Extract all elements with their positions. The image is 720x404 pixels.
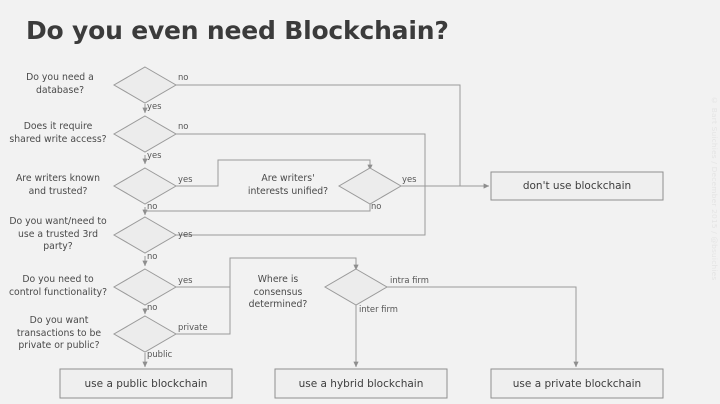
edge-label-d4-yes: yes bbox=[178, 229, 193, 239]
edge-d8-intra-to-private bbox=[386, 286, 579, 368]
edge-label-d2-no: no bbox=[178, 121, 189, 131]
edge-label-d6-public: public bbox=[147, 349, 173, 359]
decision-shared-write-access[interactable] bbox=[113, 115, 177, 153]
edge-d7-no-to-d4 bbox=[145, 197, 371, 212]
edge-label-d5-yes: yes bbox=[178, 275, 193, 285]
question-label-where-consensus: Where is consensus determined? bbox=[248, 274, 308, 310]
edge-label-d3-no: no bbox=[147, 201, 158, 211]
question-label-control-functionality: Do you need to control functionality? bbox=[8, 274, 108, 298]
decision-writers-interests-unified[interactable] bbox=[338, 167, 402, 205]
edge-label-d6-private: private bbox=[178, 322, 208, 332]
edge-label-d7-yes: yes bbox=[402, 174, 417, 184]
edge-d3-yes-to-d7 bbox=[175, 159, 373, 187]
edge-label-d1-no: no bbox=[178, 72, 189, 82]
decision-where-consensus[interactable] bbox=[324, 268, 388, 306]
edge-d2-no-to-dont-use bbox=[175, 133, 460, 187]
edge-label-d3-yes: yes bbox=[178, 174, 193, 184]
decision-control-functionality[interactable] bbox=[113, 268, 177, 306]
edge-label-d8-inter: inter firm bbox=[359, 304, 398, 314]
outcome-box-private[interactable] bbox=[490, 368, 664, 399]
decision-need-database[interactable] bbox=[113, 66, 177, 104]
edge-label-d2-yes: yes bbox=[147, 150, 162, 160]
question-label-private-or-public: Do you want transactions to be private o… bbox=[16, 315, 102, 351]
edge-d1-no-to-dont-use bbox=[175, 84, 490, 189]
page-title: Do you even need Blockchain? bbox=[26, 16, 449, 45]
edge-label-d1-yes: yes bbox=[147, 101, 162, 111]
question-label-shared-write-access: Does it require shared write access? bbox=[9, 121, 107, 145]
question-label-writers-interests-unified: Are writers' interests unified? bbox=[247, 173, 329, 197]
edge-d4-yes-to-dont-use bbox=[175, 186, 426, 236]
outcome-box-dont-use[interactable] bbox=[490, 171, 664, 201]
decision-private-or-public[interactable] bbox=[113, 315, 177, 353]
credit-watermark: © Bart Suichies / December 2015 / @bsuic… bbox=[710, 96, 719, 281]
edge-d6-private-to-d8 bbox=[175, 287, 231, 335]
decision-writers-known-trusted[interactable] bbox=[113, 167, 177, 205]
edge-label-d5-no: no bbox=[147, 302, 158, 312]
outcome-box-public[interactable] bbox=[59, 368, 233, 399]
question-label-need-database: Do you need a database? bbox=[26, 72, 94, 96]
edge-label-d7-no: no bbox=[371, 201, 382, 211]
outcome-box-hybrid[interactable] bbox=[274, 368, 448, 399]
edge-d5-yes-to-d8 bbox=[175, 257, 359, 288]
edge-label-d4-no: no bbox=[147, 251, 158, 261]
question-label-trusted-third-party: Do you want/need to use a trusted 3rd pa… bbox=[9, 216, 107, 252]
edge-label-d8-intra: intra firm bbox=[390, 275, 429, 285]
question-label-writers-known-trusted: Are writers known and trusted? bbox=[15, 173, 101, 197]
decision-trusted-third-party[interactable] bbox=[113, 216, 177, 254]
